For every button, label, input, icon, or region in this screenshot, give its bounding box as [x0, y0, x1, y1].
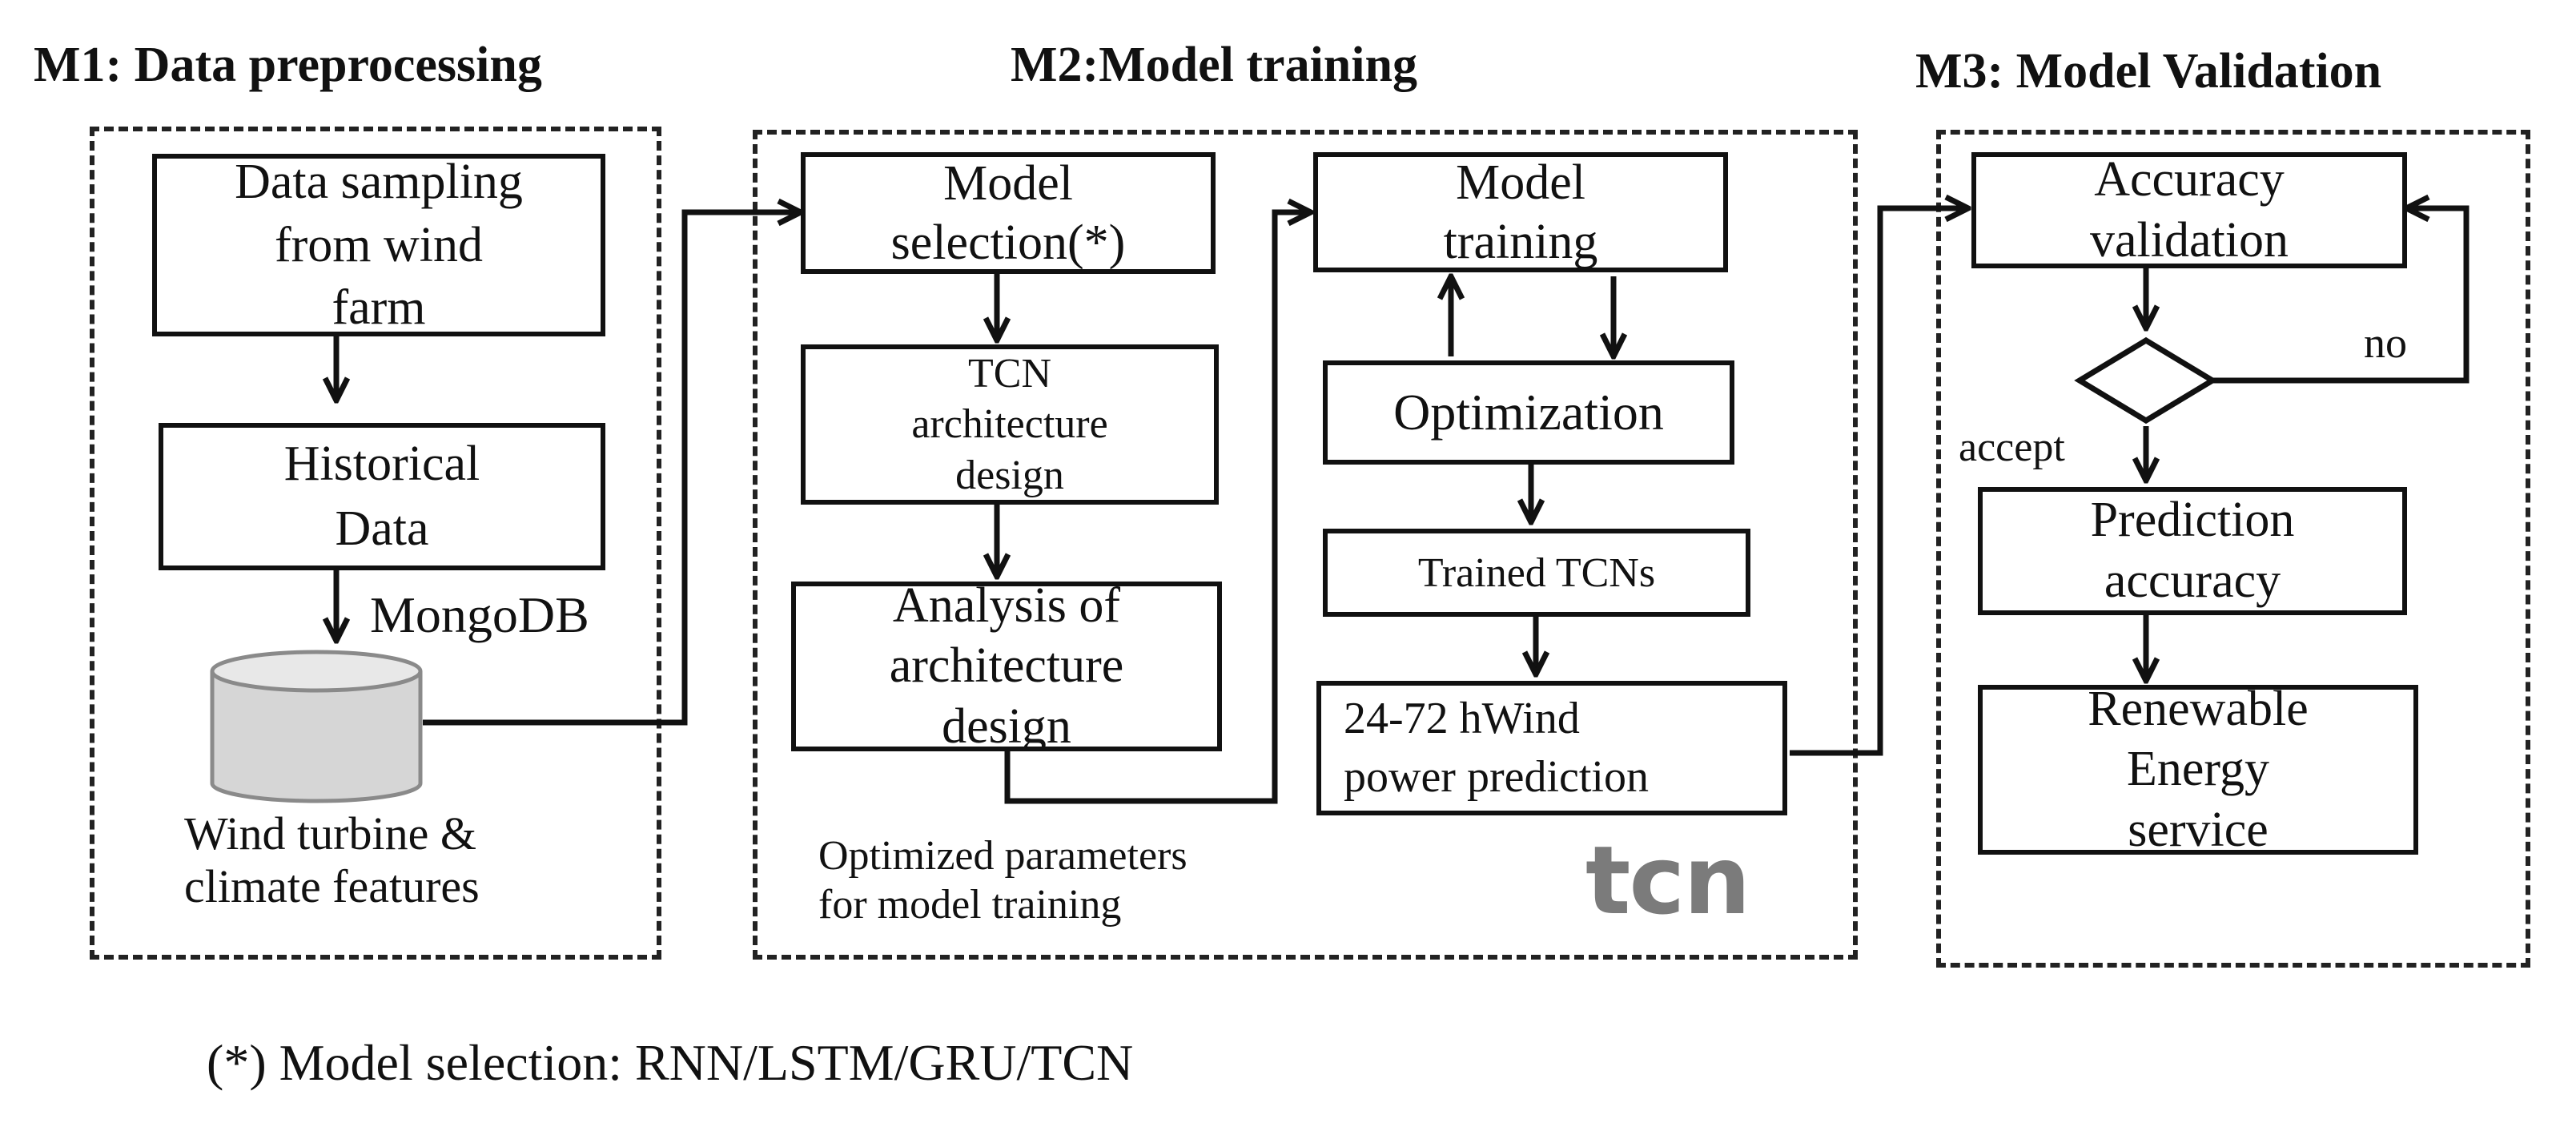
database-icon [210, 650, 423, 803]
decision-no-label: no [2364, 319, 2407, 367]
model-selection-footnote: (*) Model selection: RNN/LSTM/GRU/TCN [207, 1034, 1134, 1091]
data-sampling-box: Data sampling from wind farm [152, 154, 605, 336]
wind-power-prediction-label: 24-72 hWind power prediction [1344, 694, 1649, 802]
m1-title: M1: Data preprocessing [34, 38, 542, 92]
arrow-decision-no-loop [2212, 208, 2470, 384]
arrow-analysis-to-training [1004, 212, 1311, 804]
tcn-logo: tcn [1585, 825, 1750, 936]
arrow-prediction-to-accuracy [1790, 208, 1968, 756]
trained-tcns-box: Trained TCNs [1323, 529, 1750, 617]
arrow-db-to-model-selection [423, 212, 801, 726]
m3-region [1936, 130, 2530, 968]
trained-tcns-label: Trained TCNs [1417, 549, 1656, 596]
analysis-architecture-label: Analysis of architecture design [889, 582, 1124, 751]
accuracy-validation-box: Accuracy validation [1971, 152, 2407, 268]
model-training-label: Model training [1443, 155, 1598, 269]
renewable-energy-box: Renewable Energy service [1978, 685, 2418, 855]
mongodb-label: MongoDB [370, 586, 589, 643]
accuracy-validation-label: Accuracy validation [2090, 152, 2289, 268]
prediction-accuracy-label: Prediction accuracy [2090, 493, 2295, 608]
renewable-energy-label: Renewable Energy service [2088, 685, 2309, 855]
historical-data-label: Historical Data [283, 437, 480, 556]
decision-diamond [2074, 336, 2218, 425]
wind-power-prediction-box: 24-72 hWind power prediction [1316, 681, 1787, 815]
optimization-label: Optimization [1393, 384, 1664, 441]
database-caption: Wind turbine & climate features [184, 807, 480, 912]
optimization-box: Optimization [1323, 360, 1734, 465]
m1-region [90, 127, 661, 960]
m3-title: M3: Model Validation [1915, 44, 2382, 99]
tcn-architecture-box: TCN architecture design [801, 344, 1219, 505]
historical-data-box: Historical Data [159, 423, 605, 570]
model-training-box: Model training [1313, 152, 1728, 272]
optimized-parameters-label: Optimized parameters for model training [818, 833, 1188, 928]
decision-accept-label: accept [1959, 425, 2065, 470]
model-selection-label: Model selection(*) [890, 155, 1126, 270]
tcn-architecture-label: TCN architecture design [911, 350, 1108, 498]
prediction-accuracy-box: Prediction accuracy [1978, 487, 2407, 615]
analysis-architecture-box: Analysis of architecture design [791, 582, 1222, 751]
model-selection-box: Model selection(*) [801, 152, 1216, 274]
m2-title: M2:Model training [1011, 38, 1417, 92]
m2-region [753, 130, 1858, 960]
data-sampling-label: Data sampling from wind farm [235, 154, 523, 336]
